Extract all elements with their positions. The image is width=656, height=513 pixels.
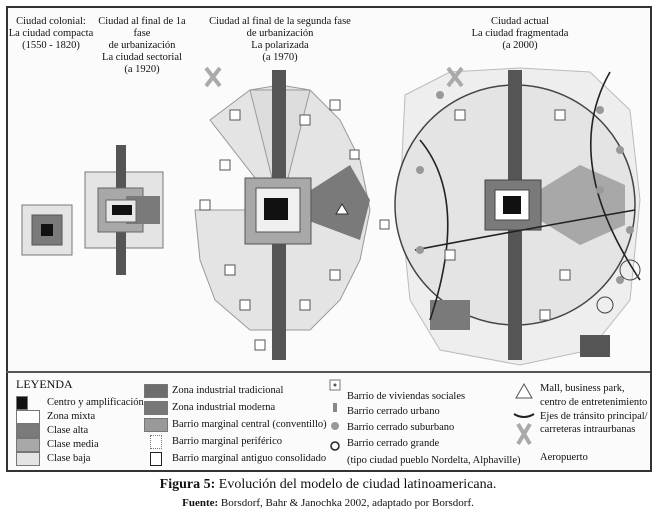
legend-item: Mall, business park, bbox=[540, 383, 625, 394]
legend-swatch-clase-alta bbox=[16, 424, 40, 438]
legend-item: Ejes de tránsito principal/ bbox=[540, 411, 648, 422]
legend-item: Barrio marginal antiguo consolidado bbox=[172, 453, 327, 464]
legend-item: Zona industrial tradicional bbox=[172, 385, 284, 396]
legend-swatch-periferico bbox=[150, 435, 162, 449]
legend-heading: LEYENDA bbox=[16, 377, 73, 391]
legend-swatch-consolidado bbox=[150, 452, 162, 466]
city-models-diagram bbox=[21, 66, 641, 366]
legend-swatch-industrial-tradicional bbox=[144, 384, 168, 398]
legend-item: centro de entretenimiento bbox=[540, 397, 648, 408]
legend-item: Barrio marginal periférico bbox=[172, 436, 283, 447]
legend-col4-icons bbox=[513, 382, 535, 446]
airport-icon bbox=[516, 422, 532, 446]
title-colonial: Ciudad colonial: La ciudad compacta (155… bbox=[8, 16, 94, 51]
title-fragmentada: Ciudad actual La ciudad fragmentada (a 2… bbox=[471, 16, 569, 51]
legend-item: Clase baja bbox=[47, 453, 91, 464]
gated-urban-icon bbox=[333, 403, 337, 412]
legend-item: Clase media bbox=[47, 439, 99, 450]
model-sectorial bbox=[84, 145, 164, 275]
legend-item: Barrio cerrado urbano bbox=[347, 406, 440, 417]
source-label: Fuente: bbox=[182, 497, 219, 509]
legend-item: (tipo ciudad pueblo Nordelta, Alphaville… bbox=[347, 455, 521, 466]
legend-col3-icons bbox=[329, 379, 341, 451]
caption-label: Figura 5: bbox=[159, 477, 216, 492]
legend-item: Barrio cerrado suburbano bbox=[347, 422, 455, 433]
figure-source: Fuente: Borsdorf, Bahr & Janochka 2002, … bbox=[0, 497, 656, 509]
caption-text: Evolución del modelo de ciudad latinoame… bbox=[215, 477, 497, 492]
mall-icon bbox=[515, 382, 533, 399]
legend-item: Barrio cerrado grande bbox=[347, 438, 440, 449]
legend-item: Clase alta bbox=[47, 425, 89, 436]
airport-icon bbox=[204, 66, 222, 88]
legend-item: Aeropuerto bbox=[540, 452, 588, 463]
legend-swatch-clase-media bbox=[16, 438, 40, 452]
legend-item: Barrio marginal central (conventillo) bbox=[172, 419, 327, 430]
legend-swatch-industrial-moderna bbox=[144, 401, 168, 415]
legend-item: Centro y amplificación bbox=[47, 397, 144, 408]
title-sectorial: Ciudad al final de 1a fase de urbanizaci… bbox=[98, 16, 186, 75]
legend-swatch-zona-mixta bbox=[16, 410, 40, 424]
model-colonial bbox=[21, 204, 73, 256]
legend-swatch-conventillo bbox=[144, 418, 168, 432]
legend-item: Barrio de viviendas sociales bbox=[347, 391, 466, 402]
model-fragmentada bbox=[394, 66, 641, 366]
source-text: Borsdorf, Bahr & Janochka 2002, adaptado… bbox=[218, 497, 474, 509]
legend-swatch-clase-baja bbox=[16, 452, 40, 466]
legend-item: Zona industrial moderna bbox=[172, 402, 276, 413]
model-polarizada bbox=[194, 66, 390, 360]
road-icon bbox=[513, 413, 535, 418]
legend-item: Zona mixta bbox=[47, 411, 96, 422]
gated-large-icon bbox=[330, 441, 340, 451]
legend-swatch-centro bbox=[16, 396, 28, 410]
figure-caption: Figura 5: Evolución del modelo de ciudad… bbox=[0, 477, 656, 493]
legend-divider bbox=[6, 371, 650, 373]
legend-item: carreteras intraurbanas bbox=[540, 424, 636, 435]
gated-suburban-icon bbox=[331, 422, 339, 430]
title-polarizada: Ciudad al final de la segunda fase de ur… bbox=[209, 16, 351, 63]
airport-icon bbox=[446, 66, 464, 88]
